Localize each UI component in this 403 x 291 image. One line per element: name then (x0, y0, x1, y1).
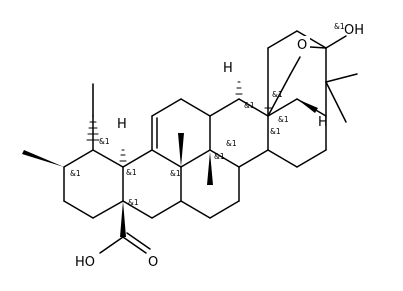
bond (180, 200, 211, 219)
bond (296, 30, 327, 49)
bond (267, 30, 298, 49)
stereo-label: &1 (99, 137, 110, 146)
carboxyl-oh-label: HO (75, 255, 95, 270)
stereo-label: &1 (170, 169, 181, 178)
carboxyl-o-label: O (148, 255, 158, 270)
bond (267, 74, 291, 117)
stereo-label: &1 (272, 90, 283, 99)
bond (151, 149, 182, 168)
bond (209, 200, 240, 219)
bond (209, 98, 240, 117)
bond (122, 200, 153, 219)
bond (238, 98, 269, 117)
bond (126, 232, 151, 250)
bond (122, 236, 147, 254)
bond (122, 149, 153, 168)
bond (151, 98, 182, 117)
bond (309, 46, 327, 49)
stereo-label: &1 (270, 127, 281, 136)
stereo-label: &1 (214, 152, 225, 161)
bond (92, 149, 124, 168)
h-hash-upper-left (235, 81, 243, 95)
bond (151, 200, 182, 219)
bond (180, 98, 211, 117)
stereo-label: &1 (278, 115, 289, 124)
bond (296, 149, 327, 168)
h-wedge-right (297, 99, 318, 113)
bond (267, 98, 298, 117)
stereo-label: &1 (70, 169, 81, 178)
bond (325, 81, 347, 123)
h-label-right: H (318, 115, 328, 130)
bond (238, 149, 269, 168)
h-label-left: H (117, 117, 127, 132)
methyl-wedge-c14 (207, 152, 213, 185)
methyl-wedge-c8 (178, 133, 184, 167)
oh-label: OH (344, 23, 364, 38)
stereo-label: &1 (334, 22, 345, 31)
h-label-upper-left: H (223, 61, 233, 76)
o-mask (296, 36, 310, 52)
stereo-label: &1 (244, 101, 255, 110)
bond (99, 236, 124, 254)
bond (289, 56, 301, 76)
ring-o-label: O (297, 38, 307, 53)
bond (180, 149, 211, 168)
methyl-wedge (22, 150, 64, 167)
bond (63, 200, 94, 219)
bond (267, 149, 298, 168)
stereo-label: &1 (226, 139, 237, 148)
stereo-label: &1 (128, 198, 139, 207)
bond (325, 35, 347, 49)
stereo-label: &1 (126, 168, 137, 177)
bond (63, 149, 94, 168)
h-hash-left (119, 149, 127, 162)
bond (92, 200, 124, 219)
bond (209, 149, 240, 168)
carboxyl-wedge (120, 201, 126, 237)
bond (325, 73, 358, 83)
